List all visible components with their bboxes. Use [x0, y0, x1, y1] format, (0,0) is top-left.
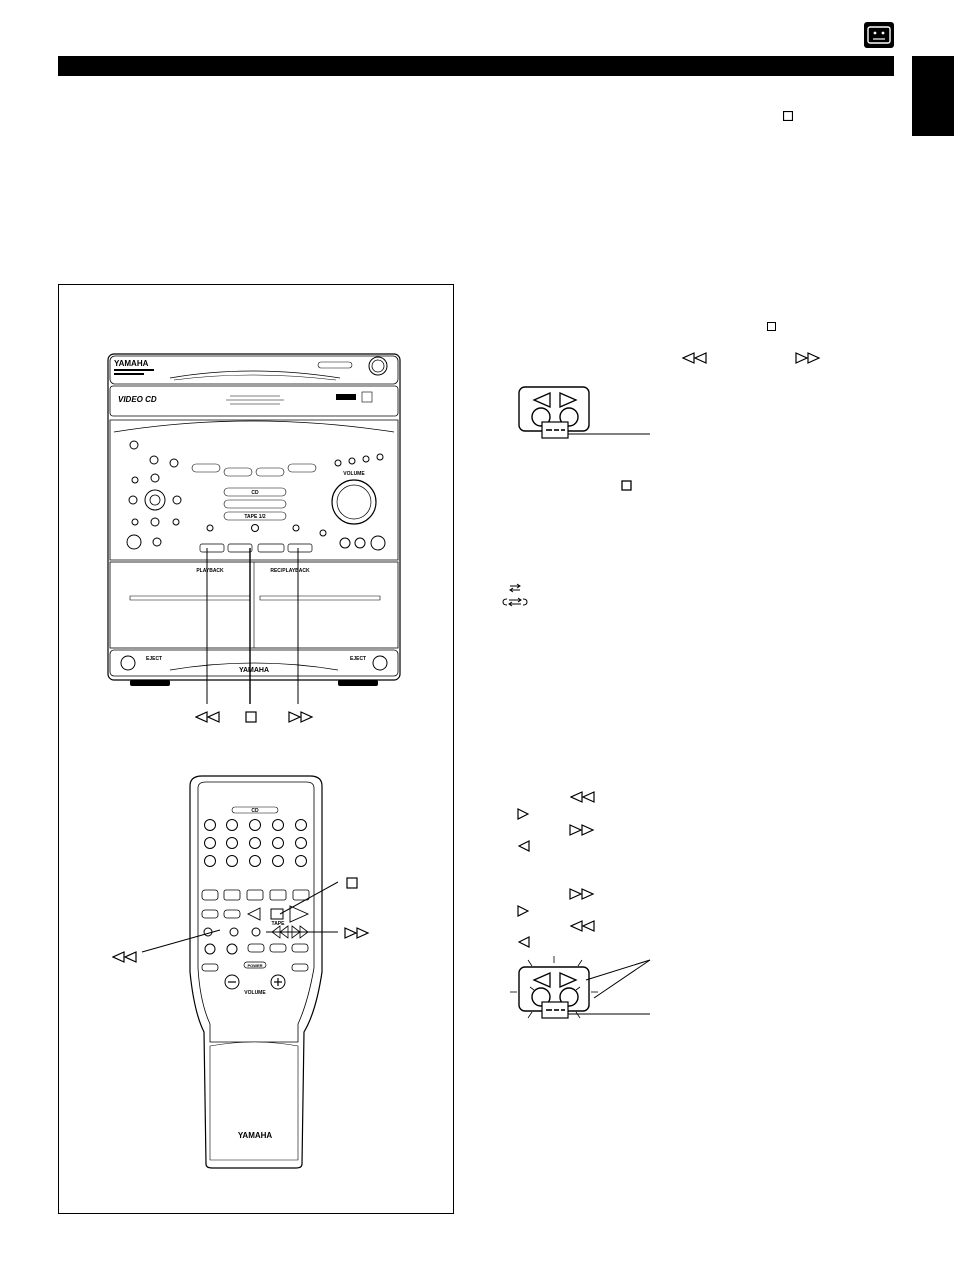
remote-fast-forward-symbol-icon	[344, 926, 370, 944]
rewind-symbol-icon	[569, 790, 596, 808]
fast-forward-symbol-icon	[795, 351, 821, 369]
remote-tape-label: TAPE	[272, 921, 286, 927]
reverse-play-icon	[517, 935, 530, 953]
volume-knob-label: VOLUME	[343, 471, 365, 477]
section-title-bar	[58, 56, 894, 76]
continuous-reverse-icon	[501, 594, 529, 612]
fast-forward-symbol-icon	[288, 710, 314, 728]
remote-volume-label: VOLUME	[244, 990, 266, 996]
stop-symbol-icon	[621, 479, 633, 497]
language-side-tab	[912, 56, 954, 136]
remote-rewind-symbol-icon	[111, 950, 138, 968]
one-way-reverse-icon	[508, 580, 522, 598]
stereo-callout-lines	[206, 548, 299, 704]
stereo-unit-illustration: YAMAHA VIDEO CD CD TAPE 1/2 VOLUME	[107, 353, 401, 686]
remote-callout-lines	[141, 881, 339, 953]
remote-stop-symbol-icon	[346, 876, 358, 894]
eject-right-label: EJECT	[350, 656, 366, 662]
stereo-brand-label: YAMAHA	[114, 359, 149, 368]
reverse-play-icon	[517, 839, 530, 857]
cassette-icon	[864, 22, 894, 48]
video-cd-label: VIDEO CD	[118, 395, 157, 404]
cd-source-label: CD	[251, 490, 259, 496]
remote-control-illustration: CD TAPE POWER	[189, 775, 323, 1169]
tape-direction-display-flashing	[510, 956, 651, 1019]
remote-cd-label: CD	[251, 808, 259, 814]
figure-frame	[58, 284, 454, 1214]
fast-forward-symbol-icon	[569, 887, 595, 905]
forward-play-icon	[517, 904, 530, 922]
rewind-symbol-icon	[194, 710, 221, 728]
remote-number-rows	[204, 819, 307, 867]
fast-forward-symbol-icon	[569, 823, 595, 841]
eject-left-label: EJECT	[146, 656, 162, 662]
tape-direction-display	[518, 386, 650, 439]
rec-playback-deck-label: REC/PLAYBACK	[270, 568, 310, 574]
stop-symbol-icon	[782, 108, 794, 122]
rewind-symbol-icon	[569, 919, 596, 937]
tape-source-label: TAPE 1/2	[244, 514, 266, 520]
stop-symbol-icon	[767, 319, 777, 337]
stop-symbol-icon	[245, 710, 257, 728]
forward-play-icon	[517, 807, 530, 825]
stereo-brand-bottom: YAMAHA	[239, 667, 269, 674]
rewind-symbol-icon	[681, 351, 708, 369]
remote-brand-label: YAMAHA	[238, 1131, 273, 1140]
playback-deck-label: PLAYBACK	[196, 568, 224, 574]
remote-power-label: POWER	[247, 963, 262, 968]
